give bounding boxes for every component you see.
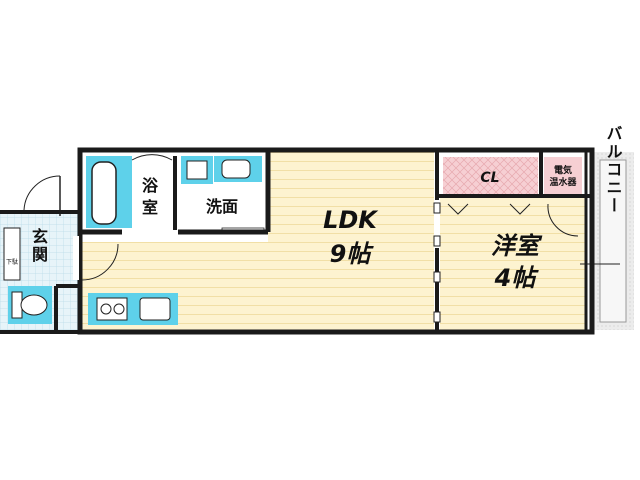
bath-label-2: 室 <box>142 198 158 217</box>
bath-floor <box>132 156 172 228</box>
entrance-door-arc <box>23 175 61 211</box>
closet-doors <box>447 203 531 215</box>
closet <box>443 157 538 194</box>
sliding-door <box>433 202 441 323</box>
water-heater-label-2: 温水器 <box>549 176 577 188</box>
shoe-box-label: 下駄 <box>6 258 18 266</box>
ldk-label: LDK <box>323 206 379 234</box>
closet-wall <box>437 152 592 198</box>
western-room-size: 4帖 <box>494 264 540 292</box>
balcony-label: バルコニー <box>604 125 623 215</box>
water-heater-area <box>544 157 582 194</box>
ldk-door-arc <box>81 243 119 281</box>
western-room-floor <box>440 195 585 330</box>
bath-label-1: 浴 <box>142 176 159 195</box>
entrance-wall <box>0 210 80 334</box>
washing-machine-icon <box>186 160 208 180</box>
western-room-label: 洋室 <box>491 232 543 260</box>
stove-icon <box>96 297 128 321</box>
washroom-label: 洗面 <box>206 197 238 216</box>
walls <box>0 147 595 335</box>
entrance-label-1: 玄 <box>32 227 48 246</box>
heater-door-arc <box>547 203 579 237</box>
wet-area-wall <box>80 150 271 235</box>
balcony-inner <box>599 159 627 323</box>
closet-label: CL <box>480 170 499 186</box>
shoe-box <box>3 227 21 281</box>
outer-wall <box>77 147 595 335</box>
water-heater-label-1: 電気 <box>554 164 572 176</box>
kitchen-sink-icon <box>139 297 171 321</box>
burner-left-icon <box>100 303 112 315</box>
ldk-size: 9帖 <box>330 240 375 268</box>
entrance-label-2: 関 <box>32 245 48 264</box>
bathtub <box>91 161 117 225</box>
toilet-bowl-icon <box>20 294 48 316</box>
bath-door-arc <box>131 154 173 161</box>
sink-icon <box>221 159 251 179</box>
burner-right-icon <box>113 303 125 315</box>
